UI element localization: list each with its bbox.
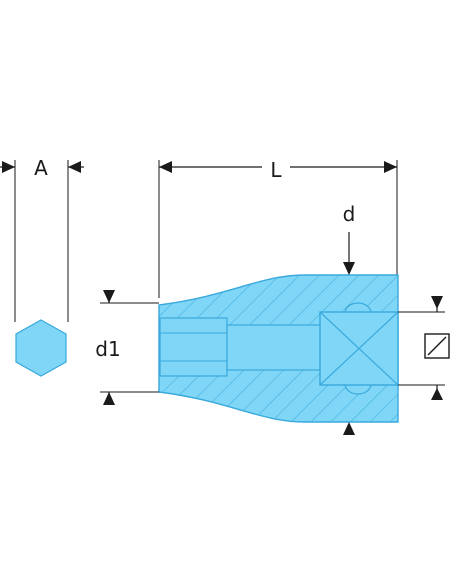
label-a: A [34, 156, 48, 180]
ball-recess-bottom [344, 383, 372, 395]
dimension-d1: d1 [95, 290, 159, 405]
dimension-a: A [0, 156, 84, 322]
dimension-l: L [158, 158, 398, 298]
arrow-l-left [159, 161, 172, 173]
arrow-d1-bottom [103, 392, 115, 405]
square-size-symbol [424, 333, 450, 359]
dimension-square-drive [398, 296, 450, 400]
arrow-square-top [431, 296, 443, 309]
ball-recess-top [344, 302, 372, 314]
arrow-a-left [2, 161, 15, 173]
arrow-d-top [343, 262, 355, 275]
socket-body [158, 274, 399, 423]
arrow-l-right [384, 161, 397, 173]
arrow-d-bottom [343, 422, 355, 435]
label-d1: d1 [95, 337, 120, 361]
dimension-d: d [343, 202, 356, 435]
arrow-d1-top [103, 290, 115, 303]
relief-channel [226, 324, 322, 371]
hexagon-shape [15, 319, 67, 377]
label-l: L [270, 158, 282, 182]
label-d: d [343, 202, 356, 226]
hex-bore [159, 317, 228, 377]
hex-section [15, 319, 67, 377]
arrow-a-right [68, 161, 81, 173]
square-size-symbol-slash [427, 336, 447, 356]
arrow-square-bottom [431, 388, 443, 400]
square-drive-diagonal-2 [319, 311, 399, 386]
